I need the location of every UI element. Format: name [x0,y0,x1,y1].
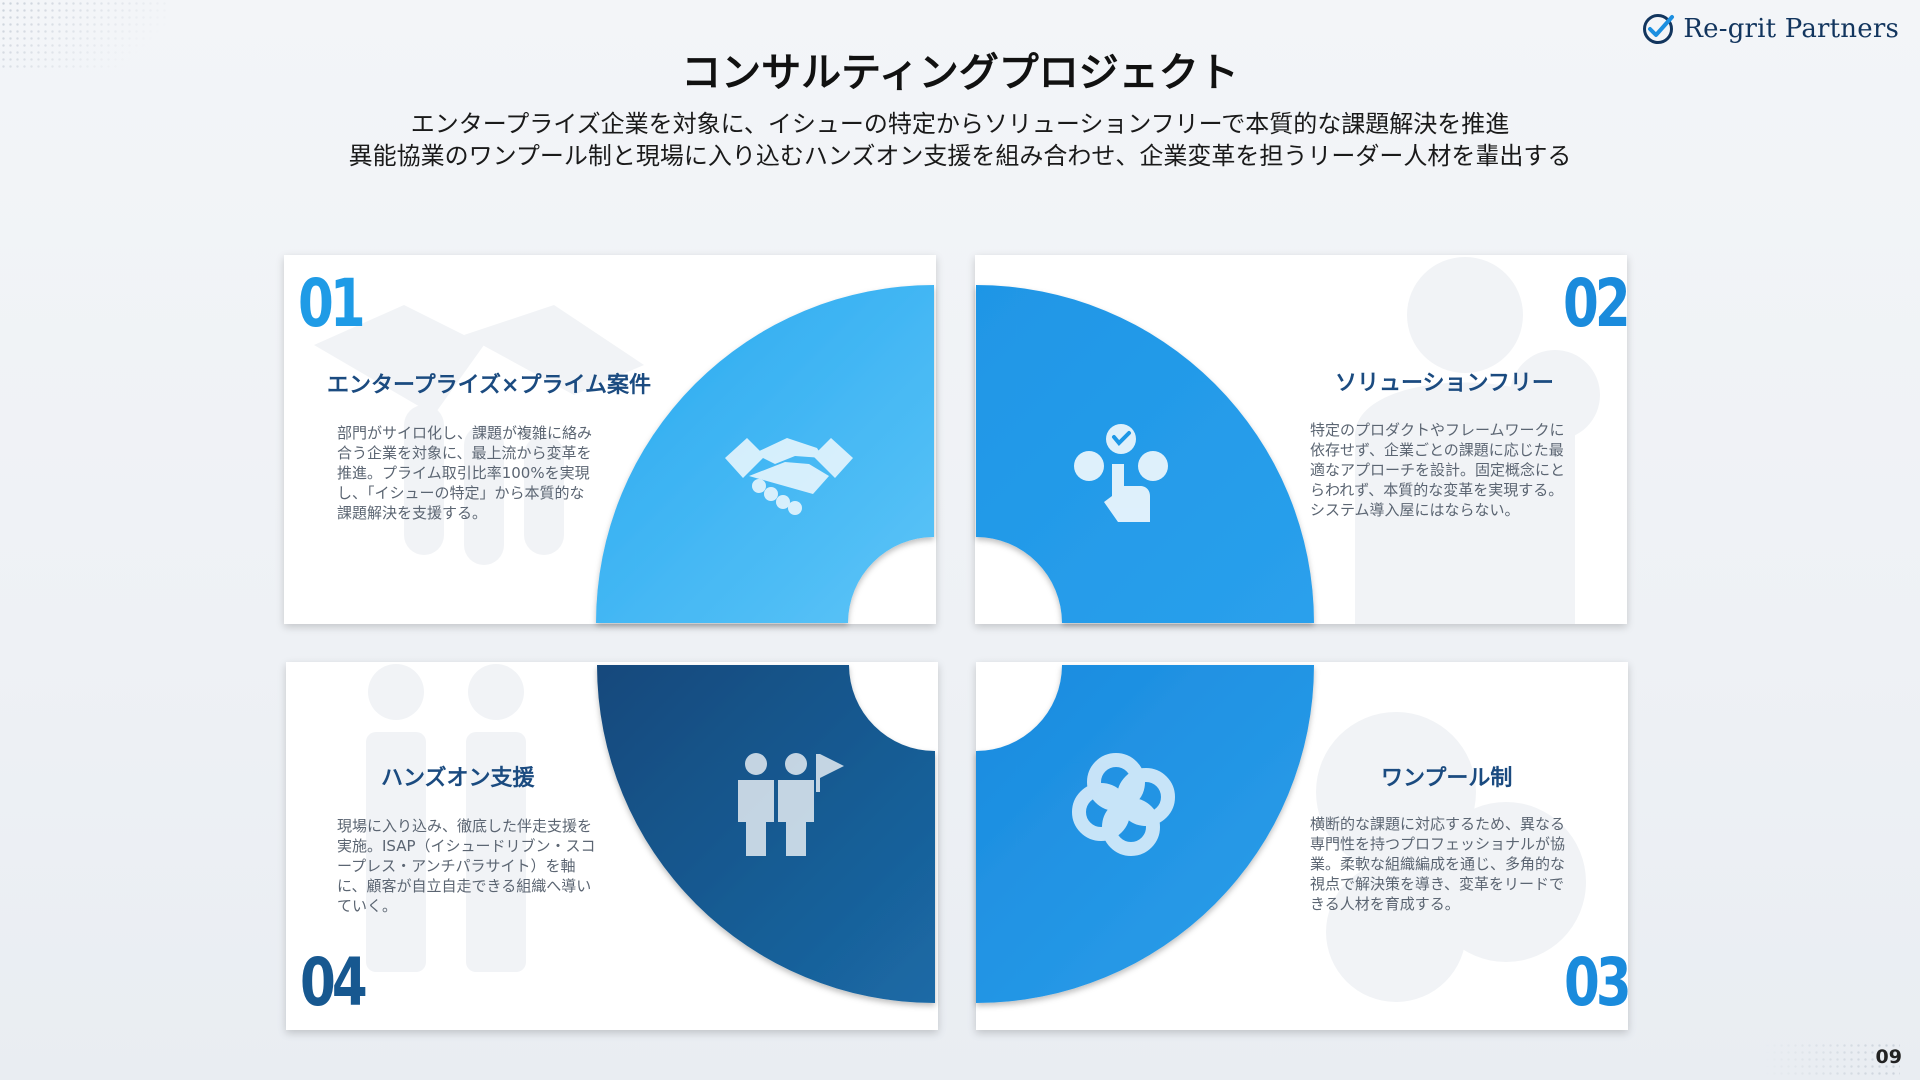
card-description-line: きる人材を育成する。 [1310,895,1460,913]
subtitle-line-1: エンタープライズ企業を対象に、イシューの特定からソリューションフリーで本質的な課… [410,110,1510,138]
check-person-watermark-icon [1355,257,1600,624]
card-description: 特定のプロダクトやフレームワークに 依存せず、企業ごとの課題に応じた最 適なアプ… [1310,420,1590,520]
card-description-line: らわれず、本質的な変革を実現する。 [1310,481,1564,499]
card-description-line: 業。柔軟な組織編成を通じ、多角的な [1310,855,1566,873]
check-circle-icon [1643,14,1675,44]
card-number: 01 [298,265,366,342]
brand-logo: Re-grit Partners [1641,12,1899,46]
page-number: 09 [1875,1046,1902,1068]
card-description-line: 合う企業を対象に、最上流から変革を [337,444,592,462]
card-description-line: 特定のプロダクトやフレームワークに [1310,421,1565,439]
card-number: 04 [300,944,368,1021]
card-one-pool: 03 ワンプール制 横断的な課題に対応するため、異なる 専門性を持つプロフェッシ… [976,662,1628,1030]
card-description-line: し、「イシューの特定」から本質的な [337,484,585,502]
decorative-dots-bottom-right [1750,1042,1900,1076]
card-enterprise-prime: 01 エンタープライズ×プライム案件 部門がサイロ化し、課題が複雑に絡み 合う企… [284,255,936,624]
card-description-line: 部門がサイロ化し、課題が複雑に絡み [337,424,593,442]
card-number: 03 [1564,944,1628,1021]
card-description-line: 横断的な課題に対応するため、異なる [1310,815,1566,833]
card-description: 部門がサイロ化し、課題が複雑に絡み 合う企業を対象に、最上流から変革を 推進。プ… [337,423,617,523]
card-description-line: システム導入屋にはならない。 [1310,501,1520,519]
card-description-line: 課題解決を支援する。 [337,504,488,522]
card-description-line: 実施。ISAP（イシュードリブン・スコ [337,837,596,855]
card-hands-on: 04 ハンズオン支援 現場に入り込み、徹底した伴走支援を 実施。ISAP（イシュ… [286,662,938,1030]
team-watermark-icon [366,664,526,972]
card-title: ワンプール制 [1381,766,1513,791]
card-number: 02 [1563,265,1627,342]
card-description-line: 現場に入り込み、徹底した伴走支援を [337,817,593,835]
card-description-line: 依存せず、企業ごとの課題に応じた最 [1310,441,1564,459]
card-description-line: に、顧客が自立自走できる組織へ導い [337,877,592,895]
brand-name: Re-grit Partners [1683,14,1899,44]
card-description-line: 推進。プライム取引比率100%を実現 [337,464,590,482]
page-subtitle: エンタープライズ企業を対象に、イシューの特定からソリューションフリーで本質的な課… [0,108,1920,172]
card-description: 横断的な課題に対応するため、異なる 専門性を持つプロフェッショナルが協 業。柔軟… [1310,814,1590,914]
card-description-line: ていく。 [337,897,398,915]
page-title: コンサルティングプロジェクト [681,50,1239,96]
card-description-line: ープレス・アンチパラサイト）を軸 [337,857,576,875]
card-description-line: 専門性を持つプロフェッショナルが協 [1310,835,1566,853]
card-description: 現場に入り込み、徹底した伴走支援を 実施。ISAP（イシュードリブン・スコ ープ… [337,816,617,916]
card-title: ハンズオン支援 [381,766,535,791]
subtitle-line-2: 異能協業のワンプール制と現場に入り込むハンズオン支援を組み合わせ、企業変革を担う… [348,142,1572,170]
card-title: ソリューションフリー [1335,371,1554,396]
card-solution-free: 02 ソリューションフリー 特定のプロダクトやフレームワークに 依存せず、企業ご… [975,255,1627,624]
card-description-line: 視点で解決策を導き、変革をリードで [1310,875,1564,893]
decorative-dots-top-left [0,0,170,70]
card-title: エンタープライズ×プライム案件 [327,373,652,398]
card-description-line: 適なアプローチを設計。固定概念にと [1310,461,1566,479]
rings-watermark-icon [1316,712,1586,1002]
